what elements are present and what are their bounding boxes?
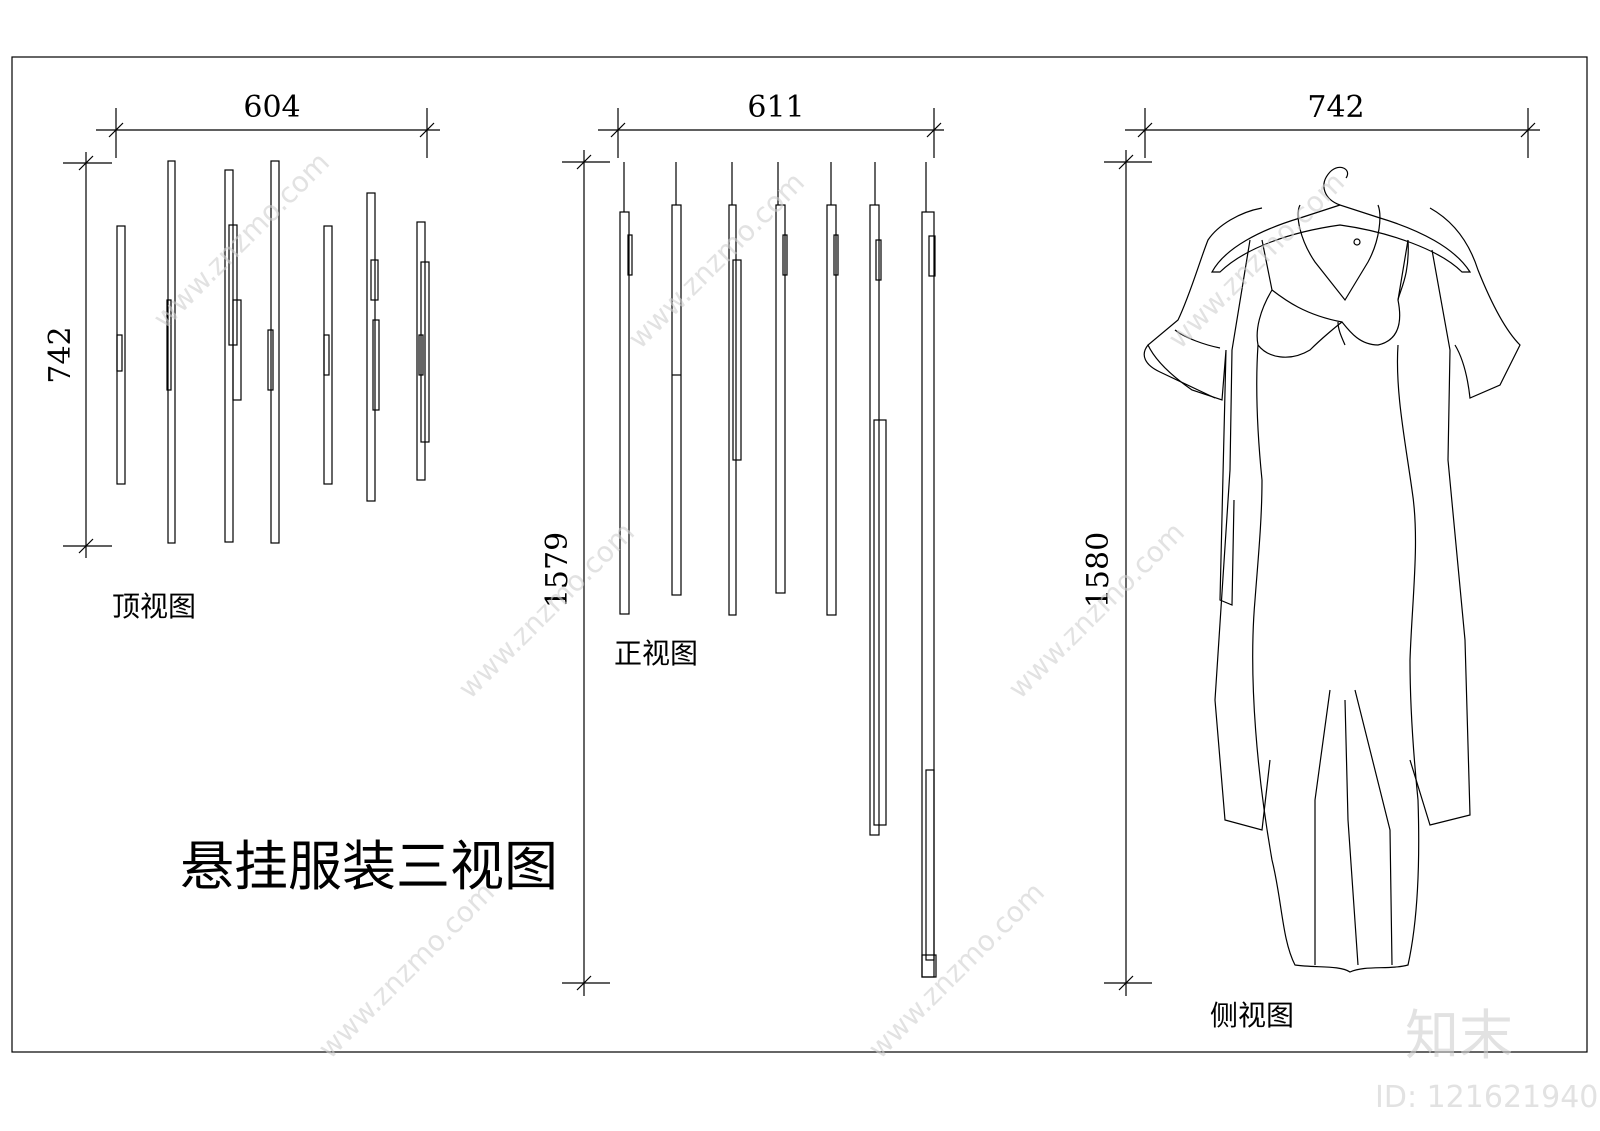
- top-view-width-dimension: 604: [96, 90, 440, 158]
- watermark-site-6: www.znzmo.com: [312, 876, 501, 1065]
- hanging-dress-drawing: [1143, 166, 1521, 973]
- top-view-garments: [116, 160, 430, 544]
- watermark: 知末 ID: 1216219400 www.znzmo.com www.znzm…: [147, 146, 1600, 1115]
- top-view-height-value: 742: [43, 326, 78, 383]
- side-view: 742 1580: [1081, 90, 1540, 1032]
- watermark-id: ID: 1216219400: [1375, 1080, 1600, 1115]
- top-view: 604 742: [43, 90, 440, 623]
- side-view-label: 侧视图: [1210, 999, 1294, 1032]
- front-view-width-value: 611: [747, 90, 804, 125]
- watermark-brand: 知末: [1405, 1004, 1513, 1067]
- front-view: 611 1579: [540, 90, 944, 996]
- front-view-garments: [619, 162, 937, 978]
- top-view-height-dimension: 742: [43, 152, 112, 558]
- side-view-height-dimension: 1580: [1081, 150, 1152, 996]
- front-view-height-value: 1579: [540, 532, 575, 608]
- watermark-site-7: www.znzmo.com: [862, 876, 1051, 1065]
- side-view-width-dimension: 742: [1125, 90, 1540, 158]
- side-view-width-value: 742: [1307, 90, 1364, 125]
- side-view-height-value: 1580: [1081, 532, 1116, 608]
- top-view-label: 顶视图: [112, 590, 196, 623]
- drawing-frame: [11, 56, 1588, 1053]
- front-view-height-dimension: 1579: [540, 150, 610, 996]
- front-view-label: 正视图: [614, 637, 698, 670]
- top-view-width-value: 604: [243, 90, 300, 125]
- watermark-site-3: www.znzmo.com: [1162, 166, 1351, 355]
- front-view-width-dimension: 611: [598, 90, 944, 158]
- drawing-title: 悬挂服装三视图: [180, 835, 558, 898]
